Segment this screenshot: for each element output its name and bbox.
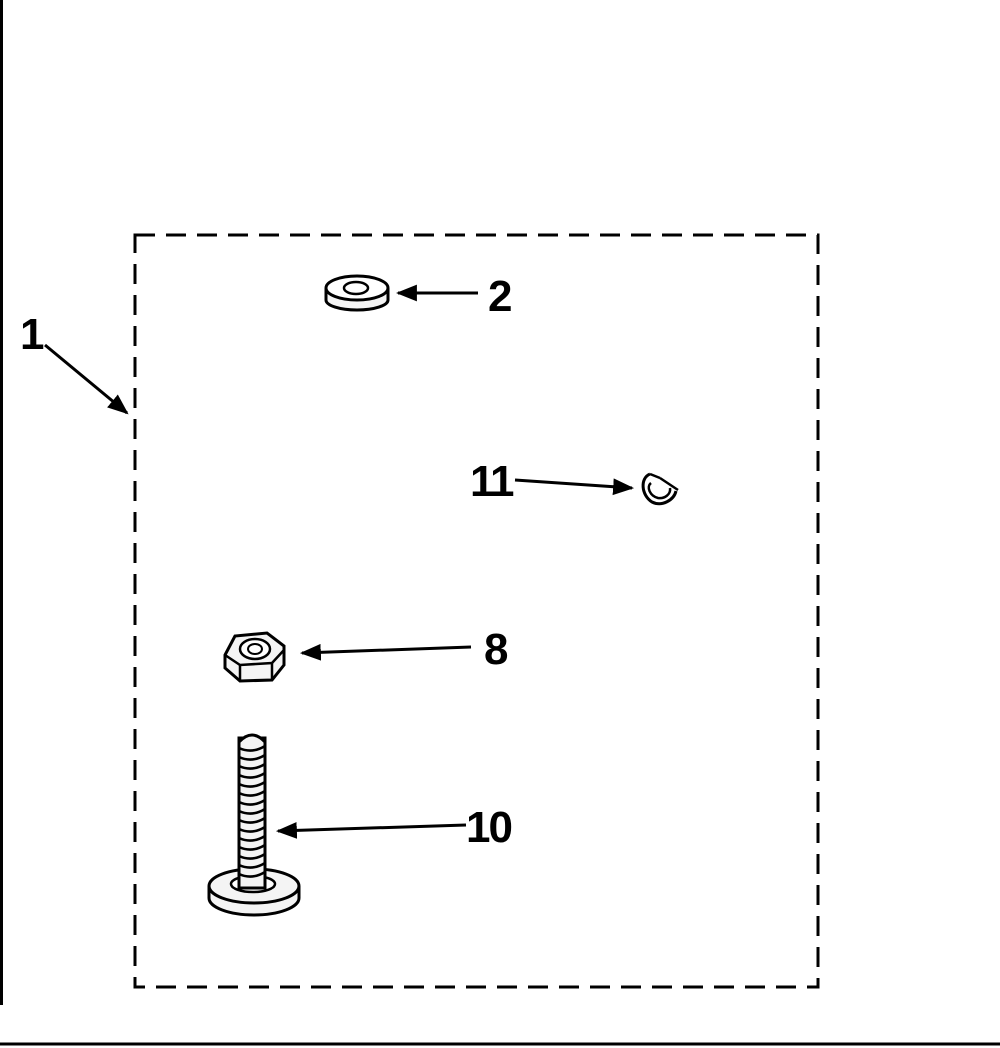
bolt-callout-label: 10 <box>466 803 513 852</box>
kit-boundary <box>133 233 820 989</box>
nut-leader-line <box>299 643 472 661</box>
flange-bolt-part <box>207 733 301 917</box>
clip-callout-label: 11 <box>470 457 514 506</box>
washer-part <box>324 274 390 312</box>
nut-callout-label: 8 <box>484 625 509 674</box>
kit-leader-line <box>44 343 129 415</box>
washer-callout-label: 2 <box>488 272 513 321</box>
kit-callout-label: 1 <box>20 310 45 359</box>
bolt-leader-line <box>275 822 467 839</box>
hex-nut-part <box>223 631 286 683</box>
clip-leader-line <box>514 478 635 496</box>
clip-part <box>641 472 679 506</box>
